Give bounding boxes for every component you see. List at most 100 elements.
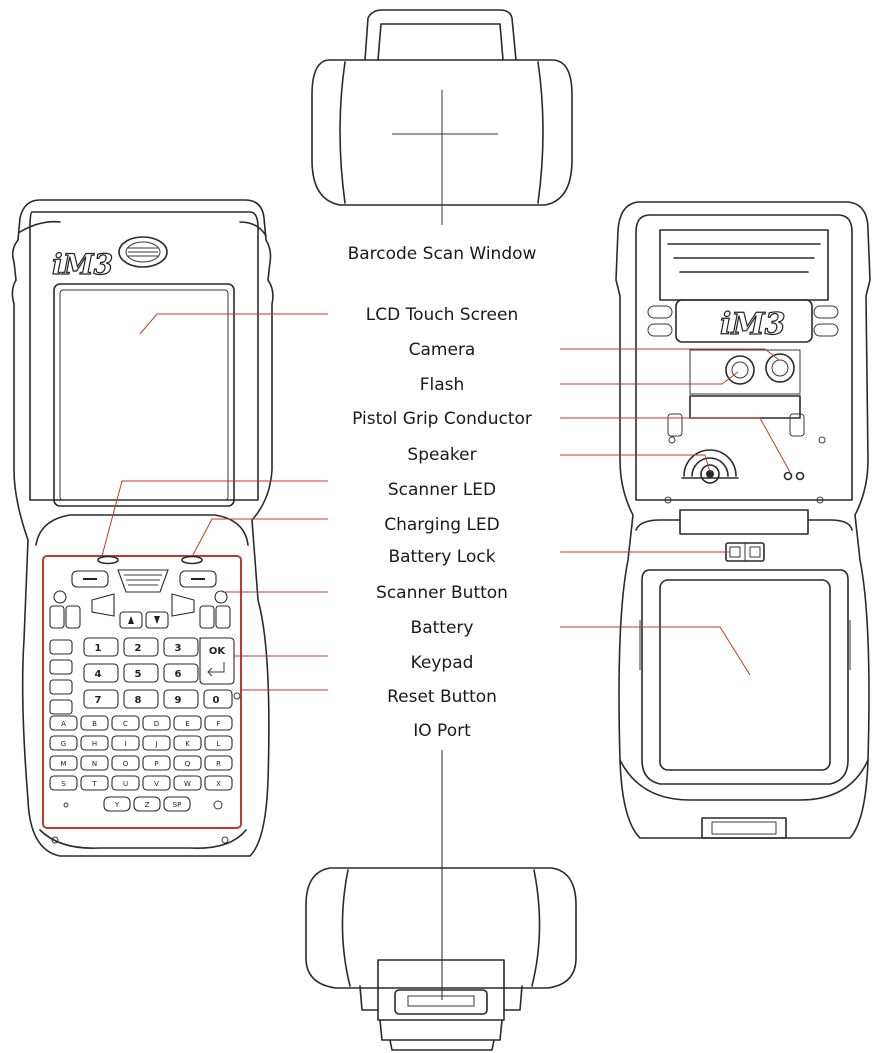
leader-pistol-grip-conductor: [560, 417, 791, 473]
ok-enter-key[interactable]: [199, 637, 235, 685]
alpha-keys: A B C D E F G H I J K L M: [49, 715, 233, 812]
alpha-key-e[interactable]: [173, 715, 202, 731]
alpha-key-k-label: K: [185, 740, 190, 748]
num-key-9-label: 9: [175, 695, 182, 706]
alpha-key-v[interactable]: [142, 775, 171, 791]
alpha-key-p[interactable]: [142, 755, 171, 771]
battery-pack: [659, 579, 831, 771]
num-key-0[interactable]: [203, 689, 233, 709]
num-key-1[interactable]: [83, 637, 119, 657]
alpha-key-u[interactable]: [111, 775, 140, 791]
side-key-l2[interactable]: [65, 605, 81, 629]
alpha-key-y[interactable]: [103, 796, 131, 812]
num-key-1-label: 1: [95, 643, 102, 654]
num-key-9[interactable]: [163, 689, 199, 709]
alpha-key-i[interactable]: [111, 735, 140, 751]
num-key-3[interactable]: [163, 637, 199, 657]
num-key-8[interactable]: [123, 689, 159, 709]
front-view: iM3: [11, 199, 274, 857]
back-view: iM3: [615, 201, 871, 839]
scanner-led-indicator: [97, 555, 119, 565]
alpha-key-l[interactable]: [204, 735, 233, 751]
function-key-1[interactable]: [49, 639, 73, 655]
label-charging-led: Charging LED: [384, 515, 500, 535]
num-key-5[interactable]: [123, 663, 159, 683]
nav-left-key[interactable]: [91, 593, 115, 617]
space-key-label: SP: [173, 801, 182, 809]
label-io-port: IO Port: [413, 721, 471, 741]
nav-right-key[interactable]: [171, 593, 195, 617]
num-key-7-label: 7: [95, 695, 102, 706]
alpha-key-d[interactable]: [142, 715, 171, 731]
leader-flash: [560, 371, 739, 385]
alpha-key-o-label: O: [123, 760, 129, 768]
alpha-key-n[interactable]: [80, 755, 109, 771]
alpha-key-q-label: Q: [185, 760, 191, 768]
alpha-key-r[interactable]: [204, 755, 233, 771]
alpha-key-k[interactable]: [173, 735, 202, 751]
num-key-8-label: 8: [135, 695, 142, 706]
label-speaker: Speaker: [407, 445, 476, 465]
side-key-l1[interactable]: [49, 605, 65, 629]
alpha-key-g[interactable]: [49, 735, 78, 751]
charging-led-indicator: [181, 555, 203, 565]
alpha-key-q[interactable]: [173, 755, 202, 771]
function-key-3[interactable]: [49, 679, 73, 695]
num-key-3-label: 3: [175, 643, 182, 654]
alpha-key-g-label: G: [61, 740, 66, 748]
front-speaker-grille: [118, 236, 168, 268]
label-scanner-led: Scanner LED: [388, 480, 496, 500]
num-key-4[interactable]: [83, 663, 119, 683]
back-speaker: [681, 449, 739, 484]
alpha-key-h[interactable]: [80, 735, 109, 751]
num-key-4-label: 4: [95, 669, 102, 680]
alpha-key-o[interactable]: [111, 755, 140, 771]
alpha-key-b-label: B: [92, 720, 97, 728]
alpha-key-m-label: M: [60, 760, 66, 768]
alpha-key-s[interactable]: [49, 775, 78, 791]
side-key-r1[interactable]: [199, 605, 215, 629]
keypad-frame: [42, 555, 242, 829]
alpha-key-b[interactable]: [80, 715, 109, 731]
alpha-key-y-label: Y: [114, 801, 120, 809]
num-key-0-label: 0: [213, 695, 220, 706]
reset-button-hole[interactable]: [233, 692, 241, 700]
front-small-button[interactable]: [213, 800, 223, 810]
alpha-key-j[interactable]: [142, 735, 171, 751]
label-flash: Flash: [420, 375, 465, 395]
power-key-left[interactable]: [53, 590, 67, 604]
num-key-2[interactable]: [123, 637, 159, 657]
alpha-key-f-label: F: [216, 720, 220, 728]
label-lcd-touch-screen: LCD Touch Screen: [366, 305, 518, 325]
alpha-key-e-label: E: [185, 720, 189, 728]
function-key-4[interactable]: [49, 699, 73, 715]
front-lcd-screen: [53, 283, 235, 507]
scanner-side-button[interactable]: [214, 590, 228, 604]
alpha-key-f[interactable]: [204, 715, 233, 731]
pistol-grip-contact-1: [783, 471, 793, 481]
back-camera: [765, 353, 795, 383]
alpha-key-c[interactable]: [111, 715, 140, 731]
alpha-key-w[interactable]: [173, 775, 202, 791]
alpha-key-m[interactable]: [49, 755, 78, 771]
alpha-key-w-label: W: [184, 780, 191, 788]
label-battery: Battery: [411, 618, 474, 638]
scanner-trigger-key[interactable]: [117, 569, 169, 593]
leader-speaker: [560, 454, 711, 473]
num-key-7[interactable]: [83, 689, 119, 709]
num-key-6[interactable]: [163, 663, 199, 683]
alpha-key-t-label: T: [91, 780, 97, 788]
ok-key-label: OK: [209, 646, 227, 657]
callout-labels: Barcode Scan Window LCD Touch Screen Cam…: [348, 244, 537, 741]
function-key-2[interactable]: [49, 659, 73, 675]
alpha-key-x[interactable]: [204, 775, 233, 791]
leader-battery: [560, 626, 751, 676]
side-key-r2[interactable]: [215, 605, 231, 629]
leader-scanner-led: [101, 480, 328, 557]
label-camera: Camera: [409, 340, 476, 360]
space-key[interactable]: [163, 796, 191, 812]
alpha-key-u-label: U: [123, 780, 128, 788]
alpha-key-z[interactable]: [133, 796, 161, 812]
alpha-key-a[interactable]: [49, 715, 78, 731]
alpha-key-t[interactable]: [80, 775, 109, 791]
